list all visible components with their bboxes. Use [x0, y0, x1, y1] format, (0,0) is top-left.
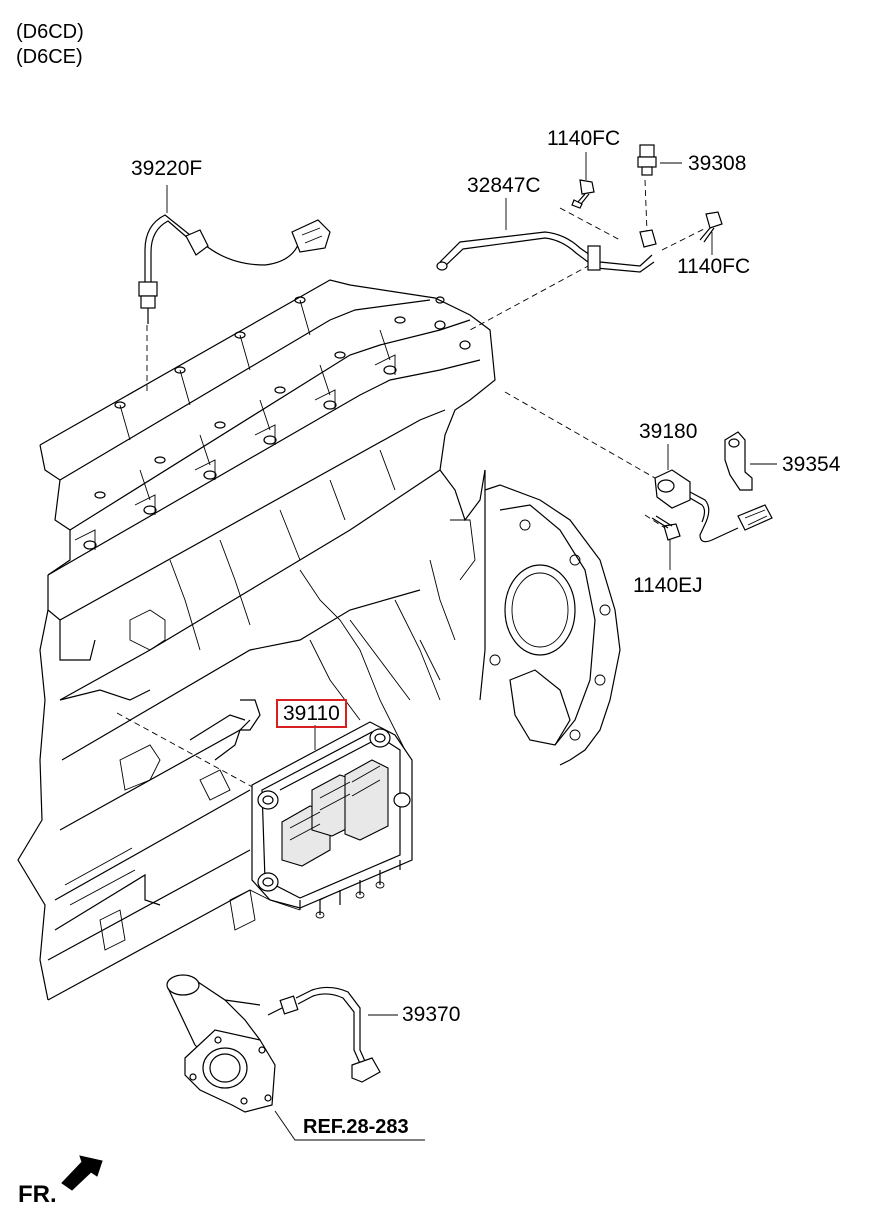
callout-1140EJ[interactable]: 1140EJ	[633, 574, 703, 597]
engine-variant-label: (D6CD)	[16, 21, 84, 43]
engine-variant-label: (D6CE)	[16, 46, 83, 68]
callout-39308[interactable]: 39308	[688, 152, 747, 175]
direction-arrow-icon	[61, 1155, 103, 1191]
part-39370	[166, 974, 381, 1113]
part-1140FC-top	[571, 179, 595, 209]
callout-39354[interactable]: 39354	[782, 453, 841, 476]
callout-1140FC-right[interactable]: 1140FC	[677, 255, 751, 278]
part-39220F	[138, 214, 331, 324]
callout-39370[interactable]: 39370	[402, 1003, 461, 1026]
callout-39220F[interactable]: 39220F	[131, 157, 203, 180]
callout-39180[interactable]: 39180	[639, 420, 698, 443]
reference-link[interactable]: REF.28-283	[303, 1116, 409, 1138]
part-32847C	[436, 231, 655, 273]
part-39180	[654, 469, 773, 543]
part-39308	[637, 144, 657, 248]
callout-32847C[interactable]: 32847C	[467, 174, 541, 197]
leader-lines	[116, 152, 777, 1141]
part-1140FC-right	[699, 211, 723, 243]
part-1140EJ	[651, 515, 681, 541]
part-39354	[724, 431, 753, 491]
callout-39110-highlighted[interactable]: 39110	[276, 699, 347, 728]
part-39110-ecu	[251, 721, 413, 919]
callout-1140FC-top[interactable]: 1140FC	[547, 127, 621, 150]
front-direction-label: FR.	[18, 1181, 57, 1208]
engine-block	[17, 279, 621, 1001]
